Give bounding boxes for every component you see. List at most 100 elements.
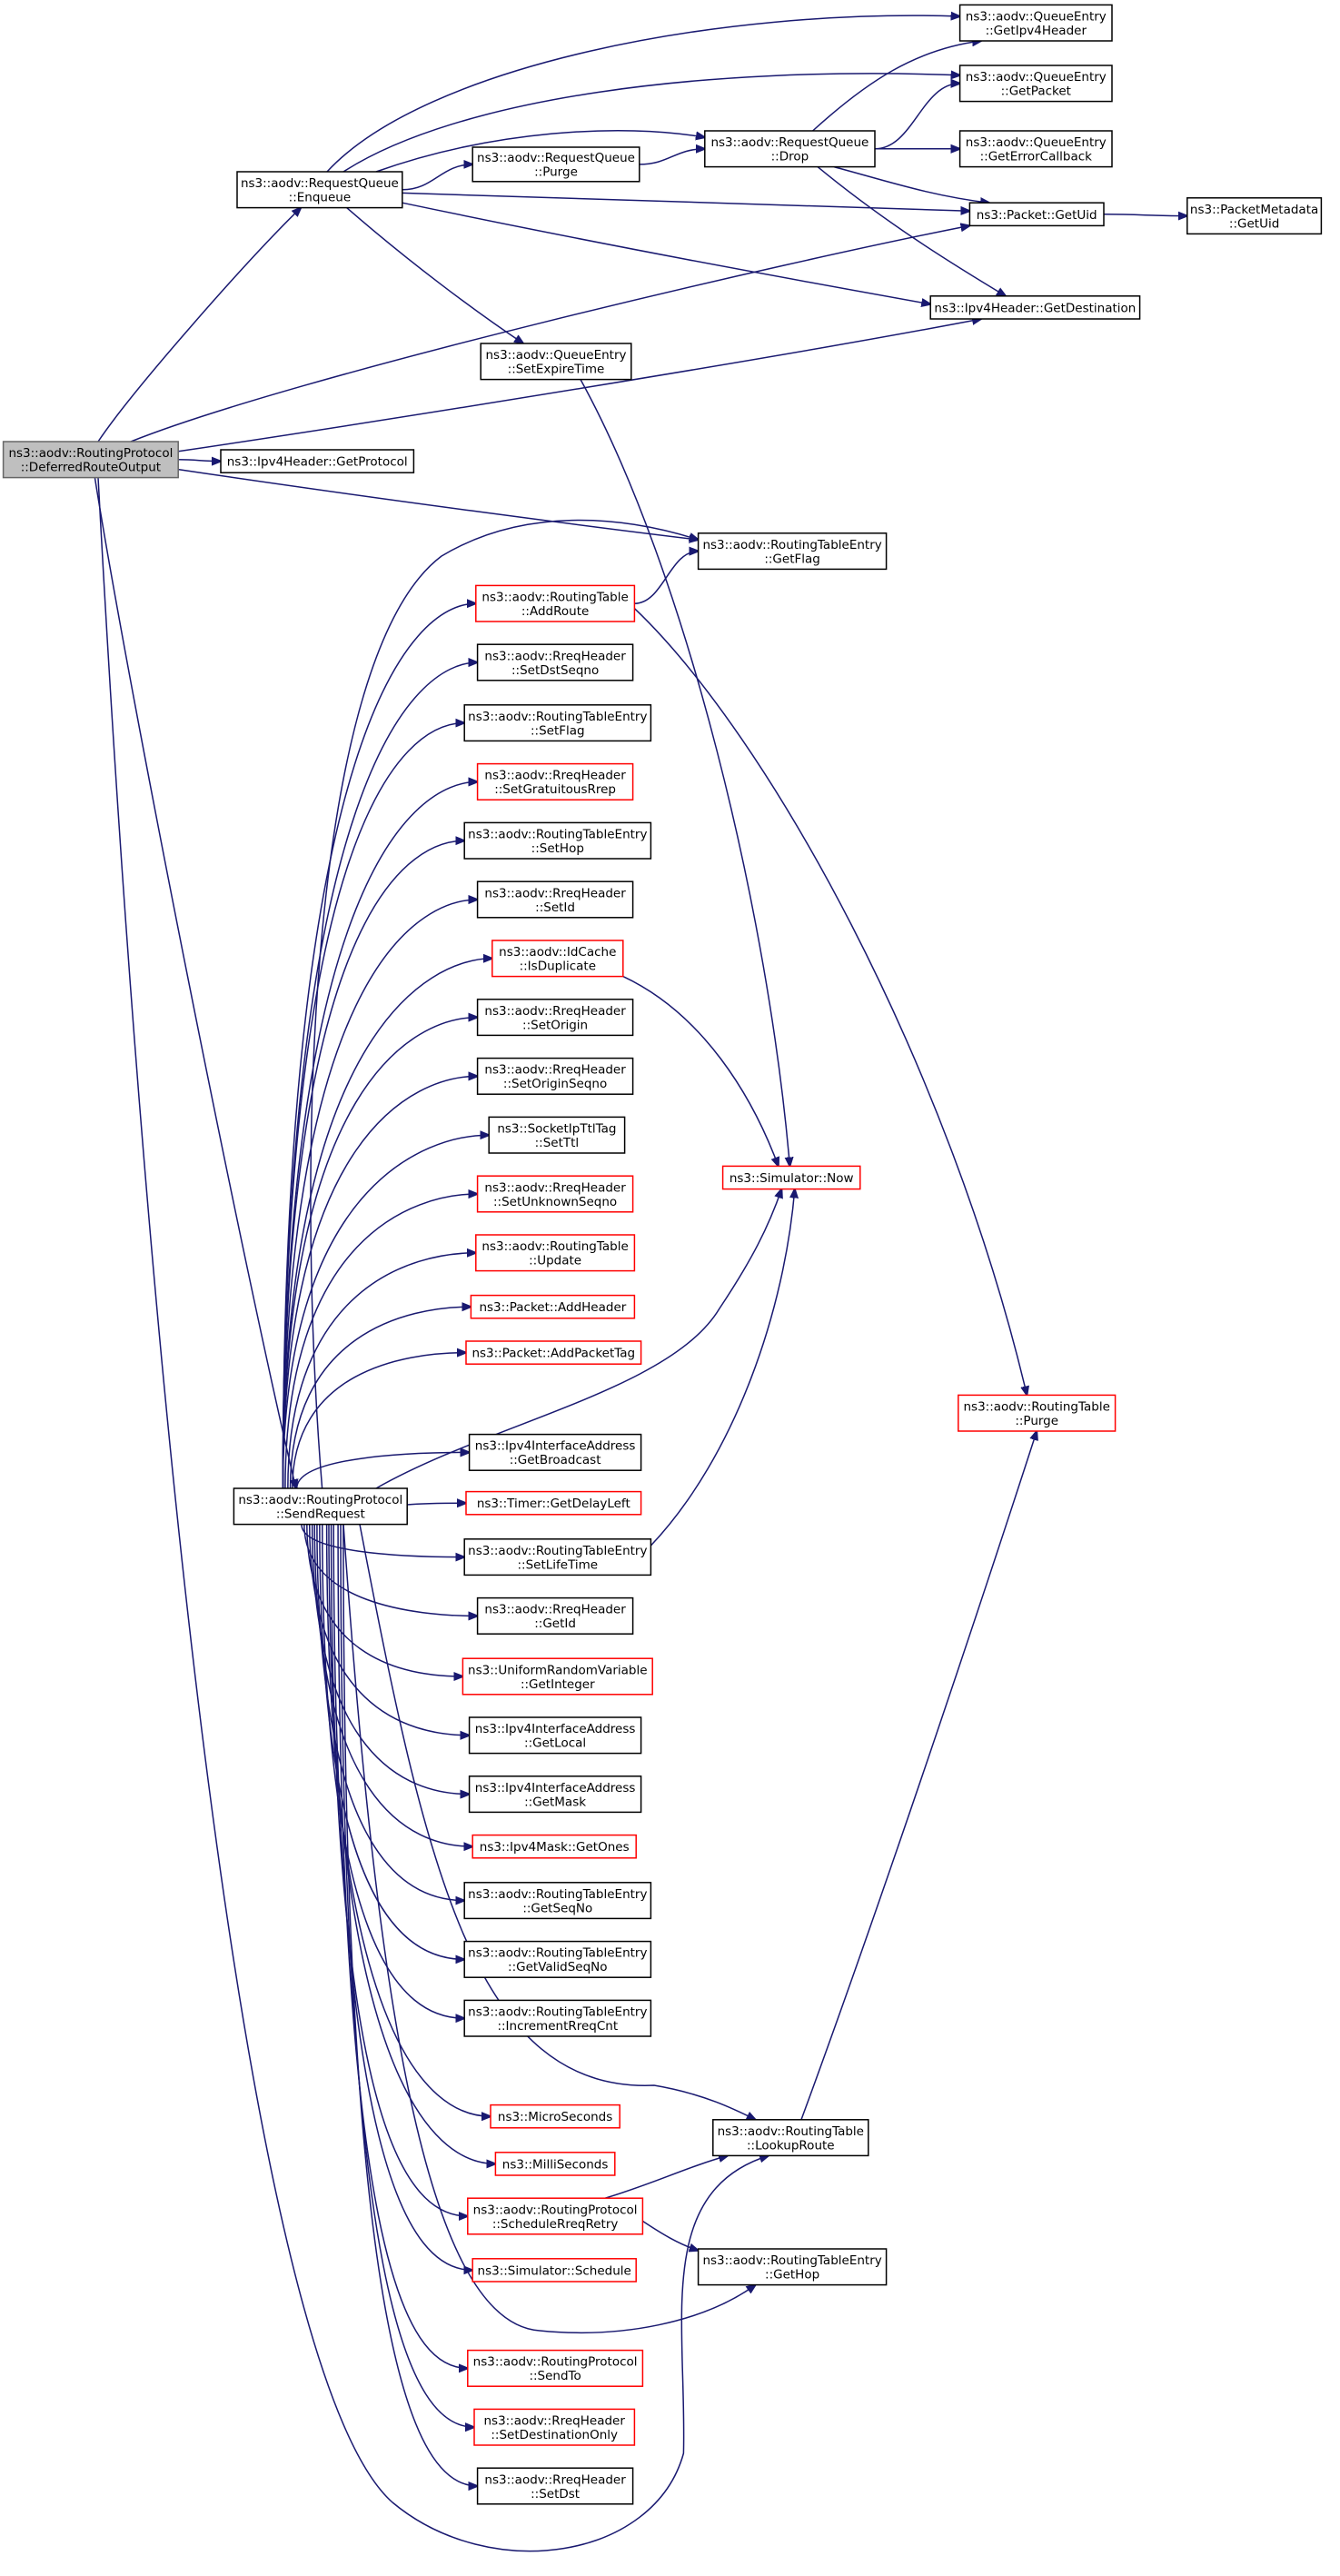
node-box bbox=[462, 1657, 653, 1696]
node-label-line: ns3::Ipv4Header::GetProtocol bbox=[227, 455, 408, 470]
node-box bbox=[476, 999, 634, 1037]
node-deferred[interactable]: ns3::aodv::RoutingProtocol::DeferredRout… bbox=[2, 441, 179, 479]
node-box bbox=[958, 1394, 1117, 1432]
node-box bbox=[721, 1165, 861, 1190]
node-label-line: ::SetFlag bbox=[531, 723, 585, 738]
node-addpackettag[interactable]: ns3::Packet::AddPacketTag bbox=[465, 1340, 642, 1365]
node-setunknownseqno[interactable]: ns3::aodv::RreqHeader::SetUnknownSeqno bbox=[476, 1175, 634, 1213]
node-label-line: ::SetGratuitousRrep bbox=[494, 782, 616, 797]
node-rreq_getid[interactable]: ns3::aodv::RreqHeader::GetId bbox=[476, 1596, 634, 1635]
node-box bbox=[471, 1834, 637, 1859]
node-label-line: ns3::aodv::RreqHeader bbox=[484, 2413, 626, 2428]
edge-sendrequest-to-setoriginseqno bbox=[282, 1076, 477, 1489]
node-label-line: ns3::aodv::RoutingTableEntry bbox=[468, 1544, 647, 1558]
node-setexpire[interactable]: ns3::aodv::QueueEntry::SetExpireTime bbox=[480, 343, 632, 381]
node-getdelayleft[interactable]: ns3::Timer::GetDelayLeft bbox=[465, 1490, 642, 1516]
node-getdestination[interactable]: ns3::Ipv4Header::GetDestination bbox=[929, 295, 1141, 320]
node-label-line: ns3::Simulator::Schedule bbox=[478, 2263, 631, 2278]
edge-layer bbox=[94, 15, 1186, 2552]
node-rt_addroute[interactable]: ns3::aodv::RoutingTable::AddRoute bbox=[475, 584, 636, 622]
node-lookuproute[interactable]: ns3::aodv::RoutingTable::LookupRoute bbox=[712, 2119, 869, 2157]
edge-deferred-to-getprotocol bbox=[178, 460, 221, 462]
node-setdestonly[interactable]: ns3::aodv::RreqHeader::SetDestinationOnl… bbox=[473, 2408, 636, 2446]
node-setttl[interactable]: ns3::SocketIpTtlTag::SetTtl bbox=[488, 1116, 626, 1154]
node-sendrequest[interactable]: ns3::aodv::RoutingProtocol::SendRequest bbox=[233, 1487, 408, 1526]
node-getones[interactable]: ns3::Ipv4Mask::GetOnes bbox=[471, 1834, 637, 1859]
edge-enqueue-to-getipv4header bbox=[326, 15, 960, 173]
node-label-line: ns3::aodv::RreqHeader bbox=[484, 769, 626, 783]
edge-rt_addroute-to-rte_getflag bbox=[634, 552, 698, 604]
node-rte_setflag[interactable]: ns3::aodv::RoutingTableEntry::SetFlag bbox=[463, 704, 652, 742]
node-setorigin[interactable]: ns3::aodv::RreqHeader::SetOrigin bbox=[476, 999, 634, 1037]
node-rte_gethop[interactable]: ns3::aodv::RoutingTableEntry::GetHop bbox=[697, 2248, 888, 2286]
edge-enqueue-to-setexpire bbox=[346, 207, 523, 343]
node-label-line: ::SetTtl bbox=[535, 1136, 580, 1150]
node-getprotocol[interactable]: ns3::Ipv4Header::GetProtocol bbox=[220, 449, 415, 473]
node-rt_purge[interactable]: ns3::aodv::RoutingTable::Purge bbox=[958, 1394, 1117, 1432]
node-box bbox=[712, 2119, 869, 2157]
node-box bbox=[463, 1538, 652, 1576]
node-rt_update[interactable]: ns3::aodv::RoutingTable::Update bbox=[475, 1234, 636, 1272]
edge-sendrequest-to-rt_addroute bbox=[282, 603, 475, 1489]
node-box bbox=[468, 1433, 642, 1471]
node-label-line: ::Update bbox=[529, 1254, 581, 1268]
edge-sendrequest-to-microseconds bbox=[325, 1524, 491, 2117]
node-rte_getflag[interactable]: ns3::aodv::RoutingTableEntry::GetFlag bbox=[697, 532, 888, 571]
node-label-line: ns3::aodv::RreqHeader bbox=[484, 2472, 626, 2487]
node-label-line: ::GetIpv4Header bbox=[986, 24, 1087, 38]
node-box bbox=[491, 940, 624, 978]
node-rq_purge[interactable]: ns3::aodv::RequestQueue::Purge bbox=[471, 146, 640, 183]
node-getpacket[interactable]: ns3::aodv::QueueEntry::GetPacket bbox=[958, 65, 1113, 103]
node-incrementrreq[interactable]: ns3::aodv::RoutingTableEntry::IncrementR… bbox=[463, 1999, 652, 2037]
node-enqueue[interactable]: ns3::aodv::RequestQueue::Enqueue bbox=[236, 171, 403, 209]
node-label-line: ::IsDuplicate bbox=[520, 960, 596, 974]
node-rte_sethop[interactable]: ns3::aodv::RoutingTableEntry::SetHop bbox=[463, 821, 652, 860]
node-setdstseqno[interactable]: ns3::aodv::RreqHeader::SetDstSeqno bbox=[476, 643, 634, 681]
node-addheader[interactable]: ns3::Packet::AddHeader bbox=[470, 1294, 636, 1319]
node-microseconds[interactable]: ns3::MicroSeconds bbox=[490, 2104, 620, 2129]
node-setlifetime[interactable]: ns3::aodv::RoutingTableEntry::SetLifeTim… bbox=[463, 1538, 652, 1576]
node-label-line: ns3::aodv::RoutingProtocol bbox=[8, 446, 173, 461]
node-box bbox=[463, 1940, 652, 1978]
node-box bbox=[958, 4, 1113, 42]
node-packet_getuid[interactable]: ns3::Packet::GetUid bbox=[968, 202, 1105, 227]
node-getseqno[interactable]: ns3::aodv::RoutingTableEntry::GetSeqNo bbox=[463, 1882, 652, 1920]
node-label-line: ns3::Timer::GetDelayLeft bbox=[477, 1497, 630, 1511]
node-label-line: ns3::Packet::AddHeader bbox=[479, 1300, 626, 1315]
node-sendto[interactable]: ns3::aodv::RoutingProtocol::SendTo bbox=[467, 2349, 644, 2387]
node-sim_now[interactable]: ns3::Simulator::Now bbox=[721, 1165, 861, 1190]
node-label-line: ::Purge bbox=[534, 165, 578, 180]
node-box bbox=[476, 1596, 634, 1635]
node-schedulerreq[interactable]: ns3::aodv::RoutingProtocol::ScheduleRreq… bbox=[467, 2197, 644, 2235]
node-getvalidseqno[interactable]: ns3::aodv::RoutingTableEntry::GetValidSe… bbox=[463, 1940, 652, 1978]
edge-sendrequest-to-setunknownseqno bbox=[284, 1194, 478, 1489]
node-drop[interactable]: ns3::aodv::RequestQueue::Drop bbox=[704, 130, 876, 168]
edge-enqueue-to-rq_purge bbox=[402, 164, 472, 191]
node-setdst[interactable]: ns3::aodv::RreqHeader::SetDst bbox=[476, 2467, 634, 2505]
node-geterrorcb[interactable]: ns3::aodv::QueueEntry::GetErrorCallback bbox=[958, 130, 1113, 168]
node-getinteger[interactable]: ns3::UniformRandomVariable::GetInteger bbox=[462, 1657, 653, 1696]
node-sim_schedule[interactable]: ns3::Simulator::Schedule bbox=[471, 2258, 637, 2283]
node-pm_getuid[interactable]: ns3::PacketMetadata::GetUid bbox=[1186, 197, 1323, 235]
node-rreq_setid[interactable]: ns3::aodv::RreqHeader::SetId bbox=[476, 880, 634, 919]
node-box bbox=[476, 762, 634, 801]
node-getlocal[interactable]: ns3::Ipv4InterfaceAddress::GetLocal bbox=[468, 1716, 642, 1755]
node-isduplicate[interactable]: ns3::aodv::IdCache::IsDuplicate bbox=[491, 940, 624, 978]
edge-sendrequest-to-getbroadcast bbox=[295, 1452, 470, 1489]
node-label-line: ::GetLocal bbox=[524, 1736, 586, 1751]
node-label-line: ns3::aodv::RreqHeader bbox=[484, 1063, 626, 1078]
node-box bbox=[958, 65, 1113, 103]
node-getmask[interactable]: ns3::Ipv4InterfaceAddress::GetMask bbox=[468, 1775, 642, 1814]
node-label-line: ns3::aodv::RoutingTableEntry bbox=[702, 538, 881, 552]
node-label-line: ::SetDst bbox=[531, 2487, 580, 2501]
node-box bbox=[958, 130, 1113, 168]
node-getbroadcast[interactable]: ns3::Ipv4InterfaceAddress::GetBroadcast bbox=[468, 1433, 642, 1471]
node-setgratuitous[interactable]: ns3::aodv::RreqHeader::SetGratuitousRrep bbox=[476, 762, 634, 801]
node-getipv4header[interactable]: ns3::aodv::QueueEntry::GetIpv4Header bbox=[958, 4, 1113, 42]
node-label-line: ::Enqueue bbox=[289, 191, 351, 205]
node-milliseconds[interactable]: ns3::MilliSeconds bbox=[494, 2152, 616, 2176]
edge-sendrequest-to-setttl bbox=[282, 1135, 489, 1489]
node-setoriginseqno[interactable]: ns3::aodv::RreqHeader::SetOriginSeqno bbox=[476, 1057, 634, 1095]
edge-sendrequest-to-schedulerreq bbox=[330, 1524, 468, 2216]
node-label-line: ns3::aodv::RoutingTable bbox=[481, 590, 628, 604]
